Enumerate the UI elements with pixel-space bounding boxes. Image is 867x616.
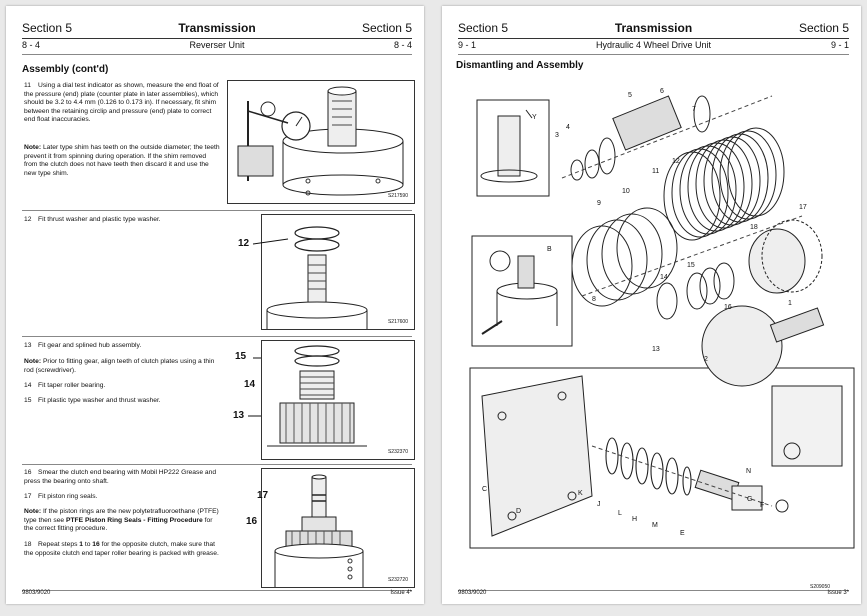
- figure-code: S232370: [387, 449, 408, 455]
- left-page: Section 5 Transmission Section 5 8 - 4 R…: [6, 6, 424, 604]
- figure-code: S209050: [810, 584, 831, 590]
- part-label-14: 14: [660, 274, 668, 281]
- figure-thrust-washer: S217600: [261, 214, 415, 330]
- figure-code: S217590: [387, 193, 408, 199]
- chapter-title: Transmission: [614, 21, 693, 35]
- part-label-K: K: [578, 490, 583, 497]
- part-label-L: L: [618, 510, 622, 517]
- header-rule: [22, 38, 412, 39]
- footer-rule: [22, 590, 412, 591]
- page-header: Section 5 Transmission Section 5: [458, 21, 849, 37]
- page-number: 8 - 4: [22, 40, 41, 50]
- section-label-right: Section 5: [361, 21, 412, 35]
- page-subheader: 9 - 1 Hydraulic 4 Wheel Drive Unit 9 - 1: [458, 40, 849, 52]
- section-label: Section 5: [458, 21, 509, 35]
- page-number-right: 8 - 4: [393, 40, 412, 50]
- divider: [22, 210, 412, 211]
- part-label-M: M: [652, 522, 658, 529]
- part-label-4: 4: [566, 124, 570, 131]
- section-heading: Dismantling and Assembly: [456, 60, 584, 71]
- part-label-9: 9: [597, 200, 601, 207]
- ptfe-procedure-reference: PTFE Piston Ring Seals - Fitting Procedu…: [66, 516, 203, 524]
- issue-label: Issue 4*: [390, 590, 412, 596]
- issue-label: Issue 3*: [827, 590, 849, 596]
- part-label-11: 11: [652, 168, 660, 175]
- page-footer: 9803/9020 Issue 4*: [22, 590, 412, 600]
- figure-code: S217600: [387, 319, 408, 325]
- section-label-right: Section 5: [798, 21, 849, 35]
- section-heading: Assembly (cont'd): [22, 64, 109, 75]
- part-label-J: J: [597, 501, 601, 508]
- page-number: 9 - 1: [458, 40, 477, 50]
- part-label-7: 7: [692, 106, 696, 113]
- part-label-17: 17: [799, 204, 807, 211]
- footer-rule: [458, 590, 849, 591]
- part-label-5: 5: [628, 92, 632, 99]
- part-label-10: 10: [622, 188, 630, 195]
- section-label: Section 5: [22, 21, 73, 35]
- part-label-8: 8: [592, 296, 596, 303]
- divider: [22, 336, 412, 337]
- page-subheader: 8 - 4 Reverser Unit 8 - 4: [22, 40, 412, 52]
- figure-dial-indicator: S217590: [227, 80, 415, 204]
- document-number: 9803/9020: [22, 590, 51, 596]
- callout-14: 14: [244, 379, 256, 390]
- part-label-15: 15: [687, 262, 695, 269]
- subheader-rule: [22, 54, 412, 55]
- part-label-18: 18: [750, 224, 758, 231]
- part-label-6: 6: [660, 88, 664, 95]
- part-label-1: 1: [788, 300, 792, 307]
- figure-piston-rings: S232720: [261, 468, 415, 588]
- exploded-diagram-4wd-unit: 5 6 4 3 Y 7 12 11 10 9 8 B 17 18 15 14 1…: [442, 76, 861, 596]
- chapter-title: Transmission: [178, 21, 256, 35]
- part-label-F: F: [760, 502, 765, 509]
- part-label-H: H: [632, 516, 638, 523]
- note-align-teeth: Note: Prior to fitting gear, align teeth…: [24, 358, 215, 374]
- part-label-E: E: [680, 530, 685, 537]
- part-label-13: 13: [652, 346, 660, 353]
- note-shim: Note: Later type shim has teeth on the o…: [24, 144, 220, 177]
- callout-12: 12: [238, 238, 250, 249]
- subsection-title: Hydraulic 4 Wheel Drive Unit: [595, 40, 712, 50]
- part-label-B: B: [547, 246, 552, 253]
- part-label-N: N: [746, 468, 752, 475]
- subsection-title: Reverser Unit: [189, 40, 245, 50]
- callout-16: 16: [246, 516, 258, 527]
- callout-17: 17: [257, 490, 269, 501]
- page-footer: 9803/9020 Issue 3*: [458, 590, 849, 600]
- divider: [22, 464, 412, 465]
- subheader-rule: [458, 54, 849, 55]
- page-header: Section 5 Transmission Section 5: [22, 21, 412, 37]
- document-number: 9803/9020: [458, 590, 487, 596]
- callout-15: 15: [235, 351, 247, 362]
- part-label-C: C: [482, 486, 488, 493]
- part-label-3: 3: [555, 132, 559, 139]
- right-page: Section 5 Transmission Section 5 9 - 1 H…: [442, 6, 861, 604]
- header-rule: [458, 38, 849, 39]
- note-ptfe: Note: If the piston rings are the new po…: [24, 508, 219, 533]
- callout-13: 13: [233, 410, 245, 421]
- part-label-D: D: [516, 508, 522, 515]
- page-number-right: 9 - 1: [830, 40, 849, 50]
- part-label-12: 12: [672, 158, 680, 165]
- part-label-G: G: [747, 496, 753, 503]
- figure-gear-hub: S232370: [261, 340, 415, 460]
- part-label-Y: Y: [532, 114, 537, 121]
- part-label-2: 2: [704, 356, 708, 363]
- part-label-16: 16: [724, 304, 732, 311]
- figure-code: S232720: [387, 577, 408, 583]
